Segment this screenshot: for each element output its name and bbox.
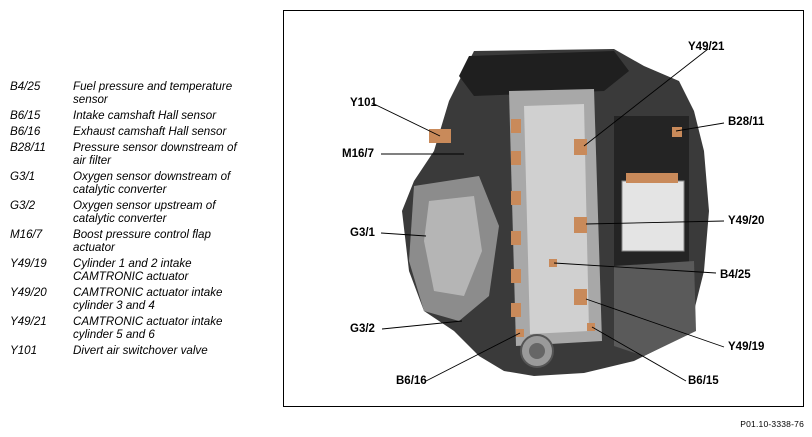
legend-desc: Intake camshaft Hall sensor (73, 109, 217, 122)
legend-row: G3/2 Oxygen sensor upstream of catalytic … (10, 199, 272, 225)
callout-b4-25: B4/25 (720, 269, 751, 281)
legend-row: M16/7 Boost pressure control flap actuato… (10, 228, 272, 254)
callout-g3-1: G3/1 (350, 227, 375, 239)
legend-desc: Boost pressure control flap actuator (73, 228, 211, 254)
callout-m16-7: M16/7 (342, 148, 374, 160)
legend-desc: Cylinder 1 and 2 intake CAMTRONIC actuat… (73, 257, 192, 283)
legend-row: G3/1 Oxygen sensor downstream of catalyti… (10, 170, 272, 196)
legend-code: B28/11 (10, 141, 46, 154)
callout-y101: Y101 (350, 97, 377, 109)
legend-row: B28/11 Pressure sensor downstream of air … (10, 141, 272, 167)
legend-desc: CAMTRONIC actuator intake cylinder 3 and… (73, 286, 223, 312)
legend-row: Y101 Divert air switchover valve (10, 344, 272, 357)
legend-code: M16/7 (10, 228, 43, 241)
callout-b6-16: B6/16 (396, 375, 427, 387)
legend-code: B4/25 (10, 80, 41, 93)
figure-id: P01.10-3338-76 (740, 419, 804, 429)
legend-row: B4/25 Fuel pressure and temperature senso… (10, 80, 272, 106)
legend-desc: Fuel pressure and temperature sensor (73, 80, 233, 106)
legend-code: G3/2 (10, 199, 36, 212)
legend-desc: Exhaust camshaft Hall sensor (73, 125, 227, 138)
engine-figure: Y49/21 Y101 B28/11 M16/7 G3/1 Y49/20 B4/… (283, 10, 804, 407)
engine-illustration (371, 48, 725, 382)
callout-b28-11: B28/11 (728, 116, 765, 128)
legend-row: B6/15 Intake camshaft Hall sensor (10, 109, 272, 122)
legend-row: Y49/21 CAMTRONIC actuator intake cylinder… (10, 315, 272, 341)
legend-desc: CAMTRONIC actuator intake cylinder 5 and… (73, 315, 223, 341)
legend-row: Y49/20 CAMTRONIC actuator intake cylinder… (10, 286, 272, 312)
legend-desc: Oxygen sensor downstream of catalytic co… (73, 170, 231, 196)
callout-y49-20: Y49/20 (728, 215, 765, 227)
legend-row: Y49/19 Cylinder 1 and 2 intake CAMTRONIC … (10, 257, 272, 283)
legend-code: B6/15 (10, 109, 41, 122)
legend-code: Y49/19 (10, 257, 47, 270)
callout-y49-19: Y49/19 (728, 341, 765, 353)
callout-y49-21: Y49/21 (688, 41, 725, 53)
legend-code: B6/16 (10, 125, 41, 138)
legend-desc: Pressure sensor downstream of air filter (73, 141, 237, 167)
legend: B4/25 Fuel pressure and temperature senso… (10, 80, 272, 360)
legend-code: Y49/20 (10, 286, 47, 299)
legend-desc: Divert air switchover valve (73, 344, 208, 357)
callout-g3-2: G3/2 (350, 323, 375, 335)
legend-code: Y101 (10, 344, 38, 357)
legend-desc: Oxygen sensor upstream of catalytic conv… (73, 199, 216, 225)
legend-row: B6/16 Exhaust camshaft Hall sensor (10, 125, 272, 138)
legend-code: Y49/21 (10, 315, 47, 328)
callout-b6-15: B6/15 (688, 375, 719, 387)
legend-code: G3/1 (10, 170, 36, 183)
